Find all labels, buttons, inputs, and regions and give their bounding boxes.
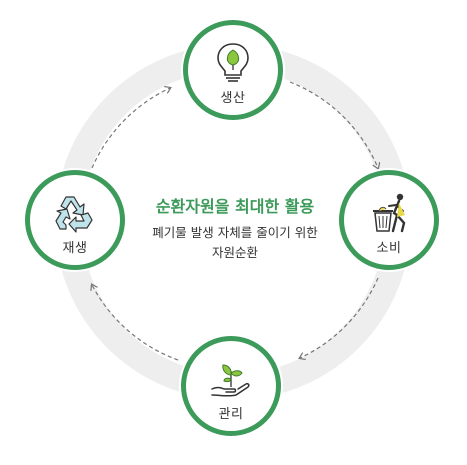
arrow-consumption-to-management — [300, 277, 379, 358]
node-recycling: 재생 — [25, 170, 125, 270]
center-description-line-2: 자원순환 — [211, 245, 258, 260]
node-management: 관리 — [181, 336, 281, 436]
node-label: 소비 — [376, 241, 402, 256]
lightbulb-leaf-icon — [188, 41, 278, 85]
recycle-arrows-icon — [30, 191, 120, 235]
arrow-production-to-consumption — [289, 81, 378, 168]
node-label: 재생 — [62, 241, 88, 256]
arrow-management-to-recycling — [92, 285, 179, 361]
center-description-line-1: 폐기물 발생 자체를 줄이기 위한 — [152, 225, 318, 240]
arrow-recycling-to-production — [91, 88, 170, 169]
trash-bin-person-icon — [344, 191, 434, 235]
node-label: 관리 — [218, 407, 244, 422]
node-production: 생산 — [183, 20, 283, 120]
node-label: 생산 — [220, 91, 246, 106]
hand-sprout-icon — [186, 357, 276, 401]
center-title: 순환자원을 최대한 활용 — [155, 197, 315, 216]
node-consumption: 소비 — [339, 170, 439, 270]
